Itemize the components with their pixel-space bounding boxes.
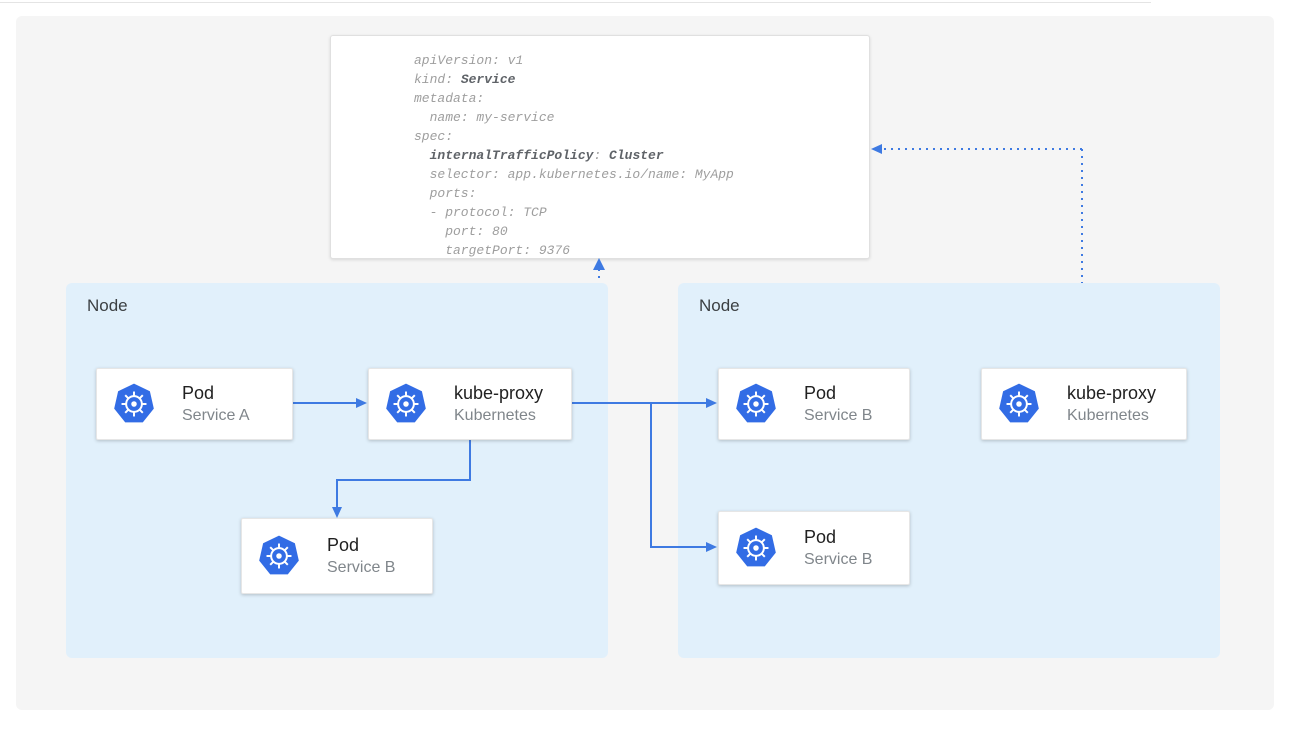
arrow-podA-to-kubeproxy	[293, 402, 357, 404]
box-title: kube-proxy	[1067, 383, 1157, 403]
yaml-line: - protocol: TCP	[414, 205, 547, 220]
box-title: kube-proxy	[454, 383, 544, 403]
arrow-branch-to-right-pod-bottom	[650, 546, 707, 548]
box-title: Pod	[327, 535, 360, 555]
arrow-kubeproxy-down	[469, 440, 471, 481]
pod-service-a-box: Pod Service A	[96, 368, 293, 440]
arrowhead-up-into-yaml-icon	[593, 258, 605, 270]
kube-proxy-right-box: kube-proxy Kubernetes	[981, 368, 1187, 440]
pod-service-b-right-top-box: Pod Service B	[718, 368, 910, 440]
pod-service-b-left-box: Pod Service B	[241, 518, 433, 594]
yaml-line: metadata:	[414, 91, 485, 106]
box-subtitle: Service B	[327, 559, 396, 576]
kubernetes-icon	[736, 527, 776, 567]
box-title: Pod	[182, 383, 215, 403]
yaml-line: ports:	[414, 186, 477, 201]
yaml-line: name: my-service	[414, 110, 555, 125]
node-right-label: Node	[699, 296, 740, 315]
node-right: Node	[678, 283, 1220, 658]
yaml-line: port: 80	[414, 224, 508, 239]
kubernetes-icon	[386, 383, 426, 423]
arrowhead-into-left-podB-icon	[332, 507, 342, 518]
arrow-branch-down	[650, 402, 652, 547]
service-yaml-card: apiVersion: v1 kind: Service metadata: nam…	[330, 35, 870, 259]
dotted-line-right-kubeproxy-vertical	[1081, 149, 1083, 368]
arrow-kubeproxy-left	[336, 479, 471, 481]
arrowhead-left-into-yaml-icon	[871, 144, 882, 154]
box-subtitle: Service B	[804, 551, 873, 568]
yaml-line: internalTrafficPolicy: Cluster	[429, 148, 664, 163]
yaml-line: apiVersion: v1	[414, 53, 524, 68]
yaml-line: spec:	[414, 129, 454, 144]
node-left: Node	[66, 283, 608, 658]
box-subtitle: Service A	[182, 407, 250, 424]
kubernetes-icon	[114, 383, 154, 423]
box-title: Pod	[804, 383, 837, 403]
arrow-kubeproxy-to-right-pod-top	[572, 402, 707, 404]
arrowhead-into-right-pod-top-icon	[706, 398, 717, 408]
kubernetes-icon	[259, 535, 299, 575]
kubernetes-icon	[999, 383, 1039, 423]
pod-service-b-right-bottom-box: Pod Service B	[718, 511, 910, 585]
yaml-line: selector: app.kubernetes.io/name: MyApp	[414, 167, 734, 182]
box-title: Pod	[804, 527, 837, 547]
yaml-line: kind: Service	[414, 72, 516, 87]
yaml-line: targetPort: 9376	[414, 243, 571, 258]
arrowhead-into-right-pod-bottom-icon	[706, 542, 717, 552]
node-left-label: Node	[87, 296, 128, 315]
top-hairline	[0, 2, 1151, 3]
box-subtitle: Kubernetes	[454, 407, 536, 424]
box-subtitle: Service B	[804, 407, 873, 424]
arrow-into-left-podB-riser	[336, 479, 338, 508]
arrowhead-into-kubeproxy-icon	[356, 398, 367, 408]
kube-proxy-left-box: kube-proxy Kubernetes	[368, 368, 572, 440]
dotted-line-right-kubeproxy-horizontal	[884, 148, 1083, 150]
kubernetes-icon	[736, 383, 776, 423]
yaml-code-block: apiVersion: v1 kind: Service metadata: nam…	[414, 51, 869, 260]
box-subtitle: Kubernetes	[1067, 407, 1149, 424]
